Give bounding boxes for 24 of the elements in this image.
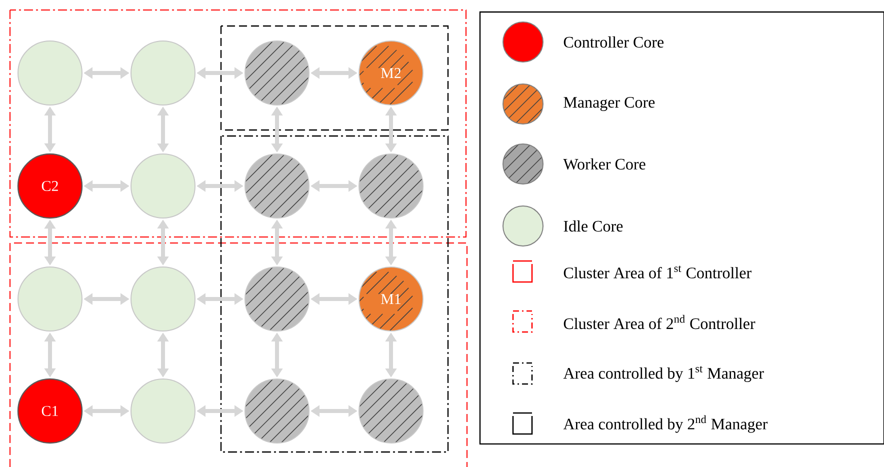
idle-core bbox=[18, 266, 82, 332]
idle-core bbox=[130, 154, 196, 218]
manager-core: M2 bbox=[358, 40, 424, 106]
idle-core bbox=[130, 266, 196, 332]
idle-core bbox=[18, 40, 82, 106]
worker-core bbox=[244, 378, 310, 444]
legend-label: Controller Core bbox=[564, 36, 664, 48]
legend-label: Area controlled by 1$^{st}$ Manager bbox=[563, 366, 764, 382]
idle-core bbox=[130, 40, 196, 106]
legend-label: Area controlled by 2$^{nd}$ Manager bbox=[563, 415, 768, 433]
legend-label: Cluster Area of 1$^{st}$ Controller bbox=[564, 266, 752, 278]
legend-label: Cluster Area of 2$^{nd}$ Controller bbox=[564, 314, 756, 330]
legend-label: Idle Core bbox=[564, 220, 623, 232]
worker-core bbox=[358, 154, 424, 218]
legend-label: Manager Core bbox=[564, 97, 655, 112]
worker-core bbox=[244, 266, 310, 332]
manager-core: M1 bbox=[358, 266, 424, 332]
worker-core bbox=[358, 378, 424, 444]
controller-core: C2 bbox=[17, 153, 83, 219]
worker-core bbox=[244, 154, 310, 218]
worker-core bbox=[244, 40, 310, 106]
idle-core bbox=[130, 378, 196, 444]
controller-core: C1 bbox=[17, 378, 83, 444]
legend-label: Worker Core bbox=[563, 158, 646, 170]
